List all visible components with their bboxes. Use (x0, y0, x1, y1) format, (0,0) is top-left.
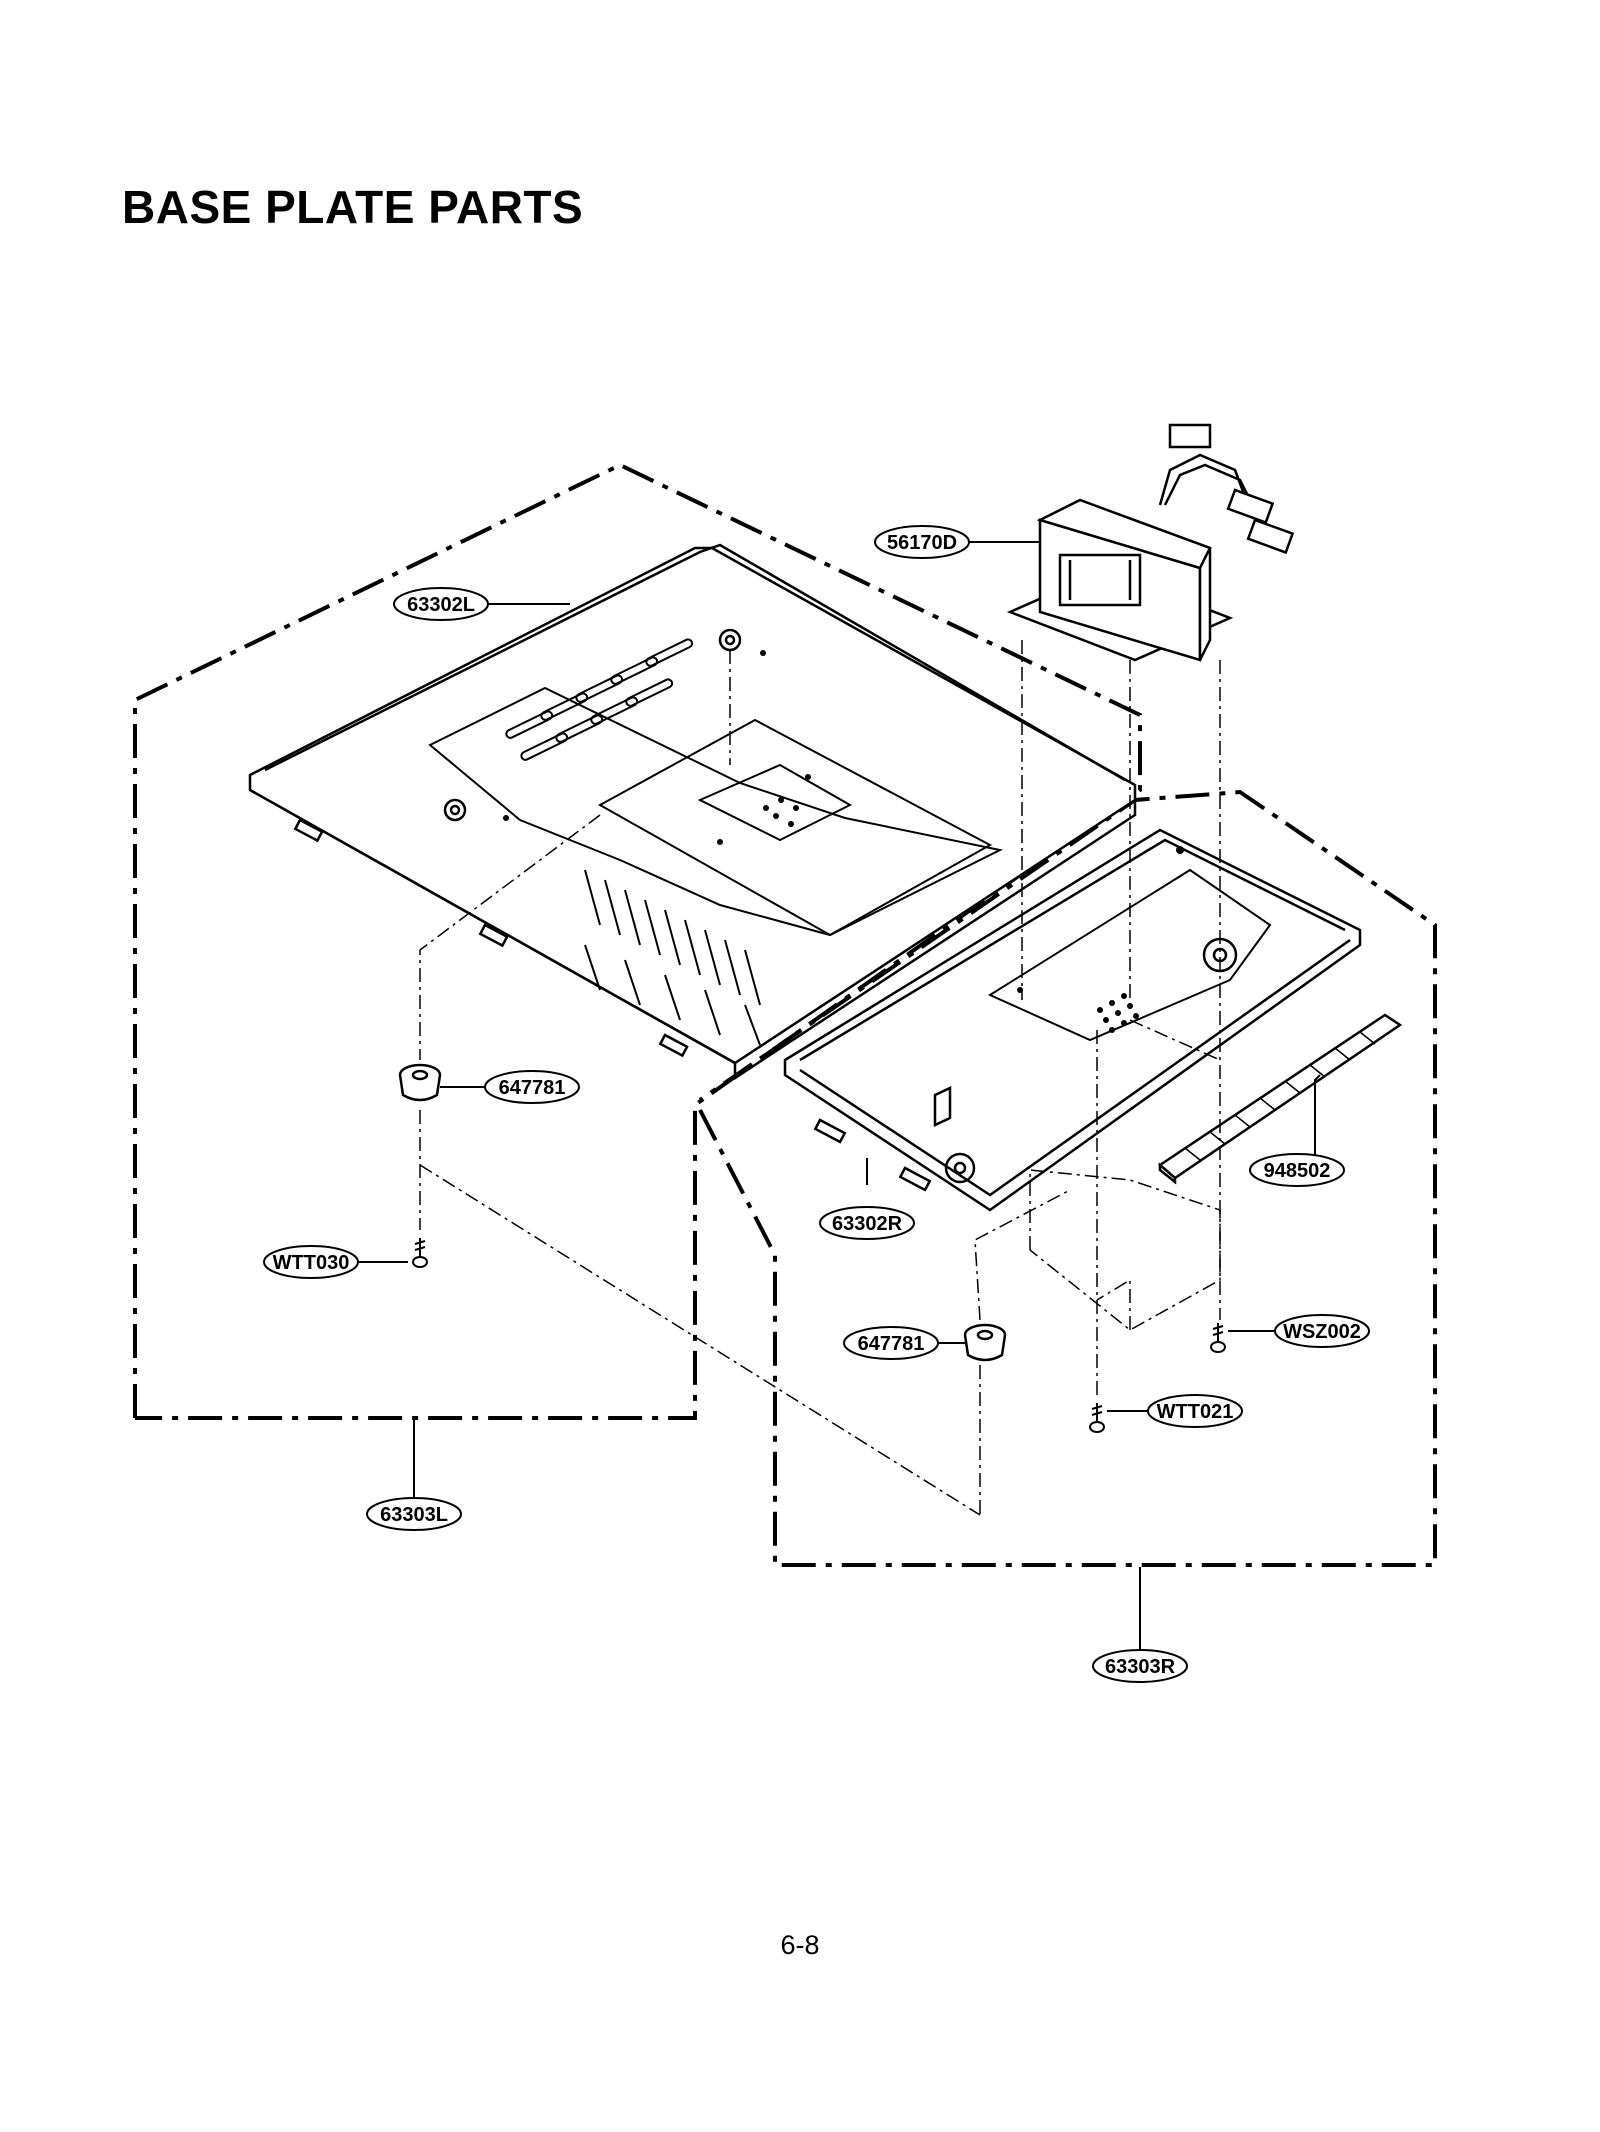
callout-transformer: 56170D (874, 525, 970, 559)
callout-label: WTT021 (1157, 1401, 1234, 1423)
callout-base-plate-right: 63302R (819, 1206, 915, 1240)
callout-label: 647781 (499, 1077, 566, 1099)
callout-assembly-left: 63303L (366, 1497, 462, 1531)
screw-right-upper-drawing (1210, 1323, 1226, 1353)
screw-left-drawing (412, 1238, 428, 1268)
callout-label: 63302L (407, 594, 475, 616)
callout-label: 63303L (380, 1504, 448, 1526)
page-number: 6-8 (780, 1930, 820, 1960)
callout-label: WSZ002 (1283, 1321, 1361, 1343)
screw-right-lower-drawing (1089, 1403, 1105, 1433)
page-title: BASE PLATE PARTS (122, 181, 584, 233)
transformer-drawing (1006, 423, 1295, 662)
callout-gasket-strip: 948502 (1249, 1153, 1345, 1187)
foot-right-drawing (963, 1323, 1007, 1362)
assembly-boundary-right (698, 789, 1437, 1567)
callout-foot-right: 647781 (843, 1326, 939, 1360)
gasket-strip-drawing (1157, 1013, 1403, 1185)
leader-lines (358, 541, 1321, 1650)
callout-label: 63303R (1105, 1656, 1176, 1678)
callout-label: 56170D (887, 532, 957, 554)
callout-label: 647781 (858, 1333, 925, 1355)
callout-base-plate-left: 63302L (393, 587, 489, 621)
callout-label: 948502 (1264, 1160, 1331, 1182)
callout-label: WTT030 (273, 1252, 350, 1274)
assembly-guide-lines (419, 640, 1221, 1516)
callout-screw-right-lower: WTT021 (1147, 1394, 1243, 1428)
callout-screw-left: WTT030 (263, 1245, 359, 1279)
callout-assembly-right: 63303R (1092, 1649, 1188, 1683)
base-plate-left-drawing (248, 543, 1137, 1081)
callout-screw-right-upper: WSZ002 (1274, 1314, 1370, 1348)
base-plate-right-drawing (783, 828, 1362, 1212)
callout-label: 63302R (832, 1213, 903, 1235)
assembly-boundary-left (133, 462, 1142, 1420)
callout-foot-left: 647781 (484, 1070, 580, 1104)
foot-left-drawing (398, 1063, 442, 1102)
